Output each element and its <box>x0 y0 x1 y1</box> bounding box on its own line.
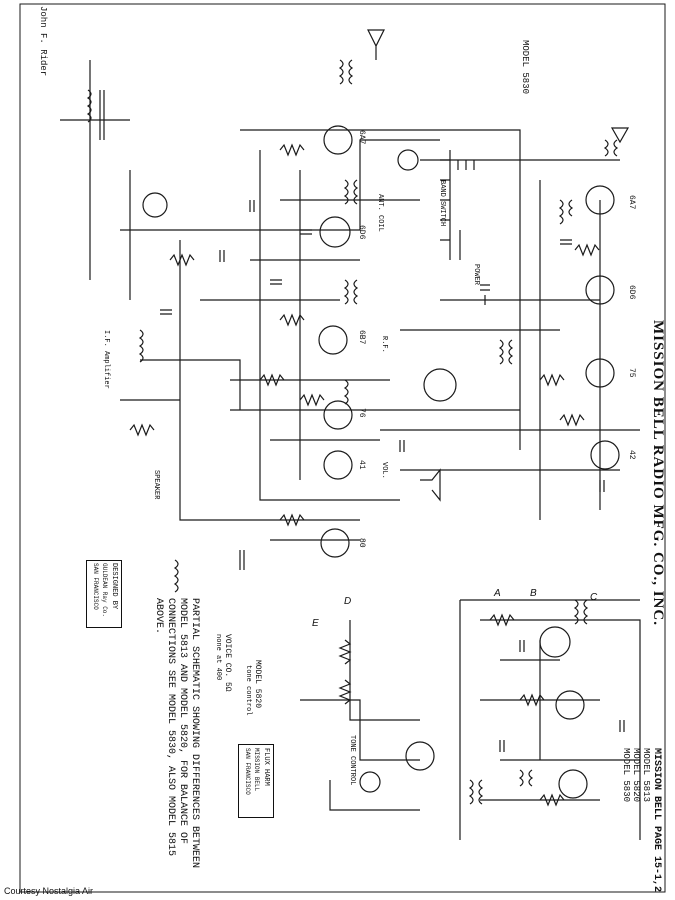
caption-line-3: CONNECTIONS SEE MODEL 5830, ALSO MODEL 5… <box>165 598 176 857</box>
if-transformer-1 <box>338 59 354 85</box>
tube-76-upper <box>323 400 353 430</box>
tube-42-right <box>590 440 620 470</box>
tube-41-upper <box>323 450 353 480</box>
flux-box <box>238 744 274 818</box>
tube-6d6-right <box>585 275 615 305</box>
ac-plug <box>480 284 490 305</box>
corner-label-line-3: MODEL 5820 <box>631 748 641 803</box>
tube-label-10: 42 <box>627 450 636 460</box>
tube-6d6-upper <box>319 216 351 248</box>
designed-by-box <box>86 560 122 628</box>
label-antenna-coil: ANT. COIL <box>376 194 384 232</box>
bplus-bus <box>120 139 440 231</box>
terminal-a: A <box>494 588 501 599</box>
flux-line-2: MISSION BELL <box>253 748 260 792</box>
designed-by-line-1: DESIGNED BY <box>110 563 118 610</box>
header-title: MISSION BELL RADIO MFG. CO., INC. <box>650 320 666 626</box>
signal-bus <box>259 150 400 501</box>
dial-socket <box>359 771 381 793</box>
label-vol: VOL. <box>380 462 388 479</box>
tube-6a7-right <box>585 185 615 215</box>
caption-line-4: ABOVE. <box>153 598 164 635</box>
designed-by-line-3: SAN FRANCISCO <box>92 563 99 610</box>
label-tone: TONE CONTROL <box>348 735 356 786</box>
tube-socket <box>397 149 419 171</box>
label-power: POWER <box>472 264 480 286</box>
tube-label-8: 6D6 <box>627 285 636 300</box>
flux-line-3: SAN FRANCISCO <box>244 748 251 795</box>
terminal-b: B <box>530 588 537 599</box>
tube-label-4: 76 <box>357 408 366 418</box>
model-lower-sub: tone control <box>244 665 252 716</box>
terminal-e: E <box>312 618 319 629</box>
tube-lower-3 <box>558 769 588 799</box>
voice-coil-line-1: VOICE CO. 5Ω <box>223 634 232 692</box>
tube-label-7: 6A7 <box>627 195 636 210</box>
power-transformer <box>86 89 105 140</box>
choke <box>138 329 144 363</box>
speaker-socket <box>405 741 435 771</box>
tube-label-5: 41 <box>357 460 366 470</box>
tube-eye <box>423 368 457 402</box>
flux-line-1: FLUX HARM <box>262 748 270 786</box>
corner-label-line-2: MODEL 5813 <box>641 748 651 803</box>
terminal-c: C <box>590 592 598 603</box>
tube-6a7-upper <box>323 125 353 155</box>
caption-line-2: MODEL 5813 AND MODEL 5820, FOR BALANCE O… <box>177 598 188 845</box>
tube-label-3: 6B7 <box>357 330 366 345</box>
tube-label-9: 75 <box>627 368 636 378</box>
if-transformer-4 <box>343 379 349 405</box>
rider-mark: John F. Rider <box>38 6 48 77</box>
tube-80-upper <box>320 528 350 558</box>
terminal-d: D <box>344 596 352 607</box>
output-transformer <box>498 339 514 365</box>
corner-label-line-4: MODEL 5830 <box>621 748 631 803</box>
sheet-border <box>19 3 666 893</box>
tube-75-right <box>585 358 615 388</box>
label-band-switch: BAND SWITCH <box>438 180 446 227</box>
tube-lower-2 <box>555 690 585 720</box>
band-switch <box>440 150 475 260</box>
caption-line-1: PARTIAL SCHEMATIC SHOWING DIFFERENCES BE… <box>189 598 200 869</box>
speaker <box>420 468 441 502</box>
ant-coil-right <box>603 139 619 157</box>
label-rf: R.F. <box>380 336 388 353</box>
tube-label-6: 80 <box>357 538 366 548</box>
tube-label-1: 6A7 <box>357 130 366 145</box>
tube-rectifier <box>142 192 168 218</box>
antenna-right <box>610 127 630 144</box>
avc-line <box>240 129 521 450</box>
tube-lower-1 <box>539 626 571 658</box>
if-transformer-3 <box>343 279 359 305</box>
label-speaker: SPEAKER <box>152 470 160 500</box>
tube-label-2: 6D6 <box>357 225 366 240</box>
ground-bus <box>179 240 360 521</box>
courtesy-credit: Courtesy Nostalgia Air <box>4 886 94 896</box>
corner-label-line-1: MISSION BELL PAGE 15-1,2 <box>651 748 662 893</box>
osc-coil-right <box>558 199 574 225</box>
antenna-upper <box>367 29 385 60</box>
voice-coil-line-2: none at 400 <box>214 634 222 681</box>
if-transformer-2 <box>343 179 359 205</box>
tube-6b7-upper <box>318 325 348 355</box>
model-upper-label: MODEL 5830 <box>520 40 530 95</box>
label-if-amp: I.F. Amplifier <box>102 330 110 389</box>
designed-by-line-2: GULDEAN Ray Co. <box>101 563 108 618</box>
model-lower-label: MODEL 5820 <box>253 660 262 709</box>
